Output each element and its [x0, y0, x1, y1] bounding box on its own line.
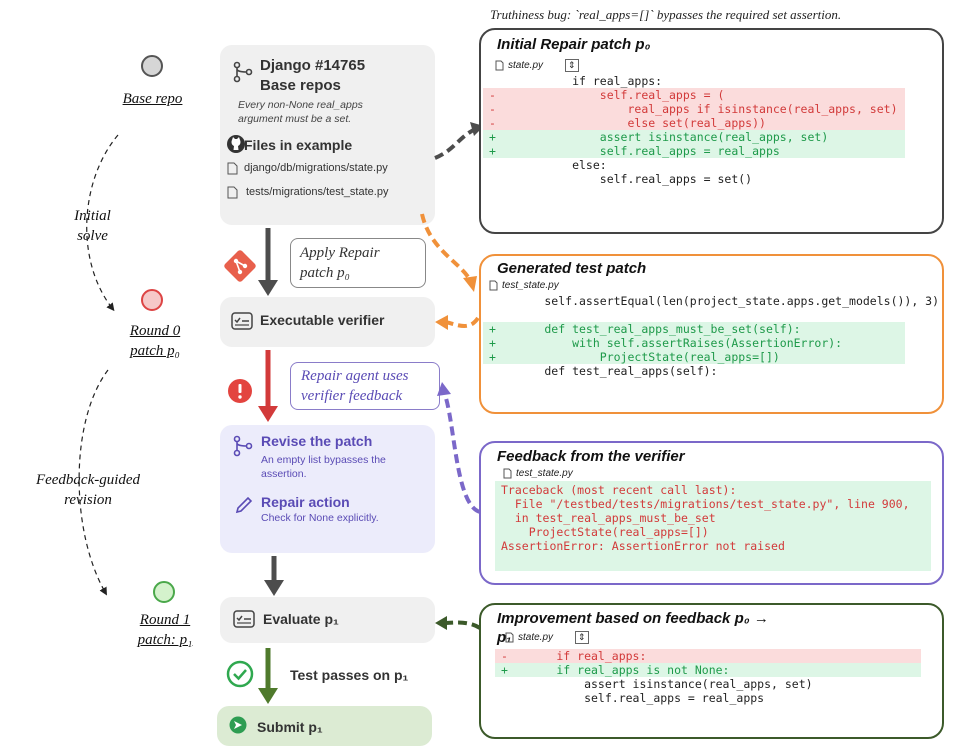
code-line: else: — [489, 158, 607, 172]
alert-icon — [228, 379, 252, 403]
file-icon — [503, 468, 512, 479]
git-branch-icon — [233, 435, 253, 457]
code-line-added: + def test_real_apps_must_be_set(self): — [483, 322, 905, 336]
test-passes-label: Test passes on p₁ — [290, 667, 409, 683]
feedback-panel-title: Feedback from the verifier — [497, 448, 685, 465]
traceback-line: AssertionError: AssertionError not raise… — [501, 539, 785, 553]
generated-panel-title: Generated test patch — [497, 260, 647, 277]
code-line: if real_apps: — [489, 74, 663, 88]
figure-caption: Truthiness bug: `real_apps=[]` bypasses … — [490, 7, 842, 22]
github-cat-icon — [227, 135, 245, 153]
code-line-added: + self.real_apps = real_apps — [483, 144, 905, 158]
send-icon — [229, 716, 247, 734]
verifier-label: Executable verifier — [260, 312, 385, 328]
code-line-deleted: - else set(real_apps)) — [483, 116, 905, 130]
code-line: self.real_apps = real_apps — [501, 691, 765, 705]
code-line-added: + ProjectState(real_apps=[]) — [483, 350, 905, 364]
file-tag: state.py ⇕ — [495, 59, 579, 72]
repair-action-desc: Check for None explicitly. — [261, 512, 379, 524]
base-repo-circle — [141, 55, 163, 77]
traceback-block — [495, 481, 931, 571]
submit-label: Submit p₁ — [257, 719, 323, 735]
base-repo-label: Base repo — [122, 91, 183, 107]
executable-verifier-card: Executable verifier — [220, 297, 435, 347]
file-icon — [505, 632, 514, 643]
improvement-panel: Improvement based on feedback p₀ → p₁ st… — [479, 603, 944, 739]
code-line: assert isinstance(real_apps, set) — [501, 677, 813, 691]
check-circle-icon — [226, 660, 254, 688]
revise-title: Revise the patch — [261, 433, 373, 449]
expand-icon[interactable]: ⇕ — [575, 631, 589, 644]
evaluate-card: Evaluate p₁ — [220, 597, 435, 643]
git-branch-icon — [233, 61, 253, 83]
expand-icon[interactable]: ⇕ — [565, 59, 579, 72]
feedback-panel: Feedback from the verifier test_state.py… — [479, 441, 944, 585]
submit-card[interactable]: Submit p₁ — [217, 706, 432, 746]
file-icon — [489, 280, 498, 291]
code-line: def test_real_apps(self): — [489, 364, 718, 378]
code-line-deleted: - real_apps if isinstance(real_apps, set… — [483, 102, 905, 116]
code-line-added: + with self.assertRaises(AssertionError)… — [483, 336, 905, 350]
file-tag: state.py ⇕ — [505, 631, 589, 644]
code-line-added: + if real_apps is not None: — [495, 663, 921, 677]
git-logo-icon — [224, 250, 256, 282]
file-icon — [227, 162, 238, 175]
files-title: Files in example — [244, 137, 353, 153]
initial-repair-panel: Initial Repair patch p₀ state.py ⇕ if re… — [479, 28, 944, 234]
revise-patch-card: Revise the patch An empty list bypasses … — [220, 425, 435, 553]
repair-action-title: Repair action — [261, 494, 350, 510]
initial-panel-title: Initial Repair patch p₀ — [497, 36, 651, 53]
traceback-line: Traceback (most recent call last): — [501, 483, 737, 497]
evaluate-label: Evaluate p₁ — [263, 611, 339, 627]
checklist-icon — [231, 312, 253, 330]
traceback-line: in test_real_apps_must_be_set — [501, 511, 716, 525]
code-line: self.assertEqual(len(project_state.apps.… — [489, 294, 940, 308]
timeline-arrow — [86, 134, 119, 312]
pencil-icon — [235, 496, 253, 514]
traceback-line: File "/testbed/tests/migrations/test_sta… — [501, 497, 910, 511]
generated-test-panel: Generated test patch test_state.py self.… — [479, 254, 944, 414]
code-line-deleted: - self.real_apps = ( — [483, 88, 905, 102]
code-line-added: + assert isinstance(real_apps, set) — [483, 130, 905, 144]
file-icon — [495, 60, 504, 71]
file-tag: test_state.py — [489, 280, 559, 291]
file-path-test-state[interactable]: tests/migrations/test_state.py — [246, 186, 389, 198]
round1-circle — [153, 581, 175, 603]
code-line: self.real_apps = set() — [489, 172, 753, 186]
round0-circle — [141, 289, 163, 311]
timeline-arrow — [78, 369, 109, 596]
improvement-panel-title: Improvement based on feedback p₀ → — [497, 610, 769, 627]
code-line-deleted: - if real_apps: — [495, 649, 921, 663]
checklist-icon — [233, 610, 255, 628]
traceback-line: ProjectState(real_apps=[]) — [501, 525, 709, 539]
file-path-state[interactable]: django/db/migrations/state.py — [244, 162, 388, 174]
file-icon — [227, 186, 238, 199]
file-tag: test_state.py — [503, 468, 573, 479]
